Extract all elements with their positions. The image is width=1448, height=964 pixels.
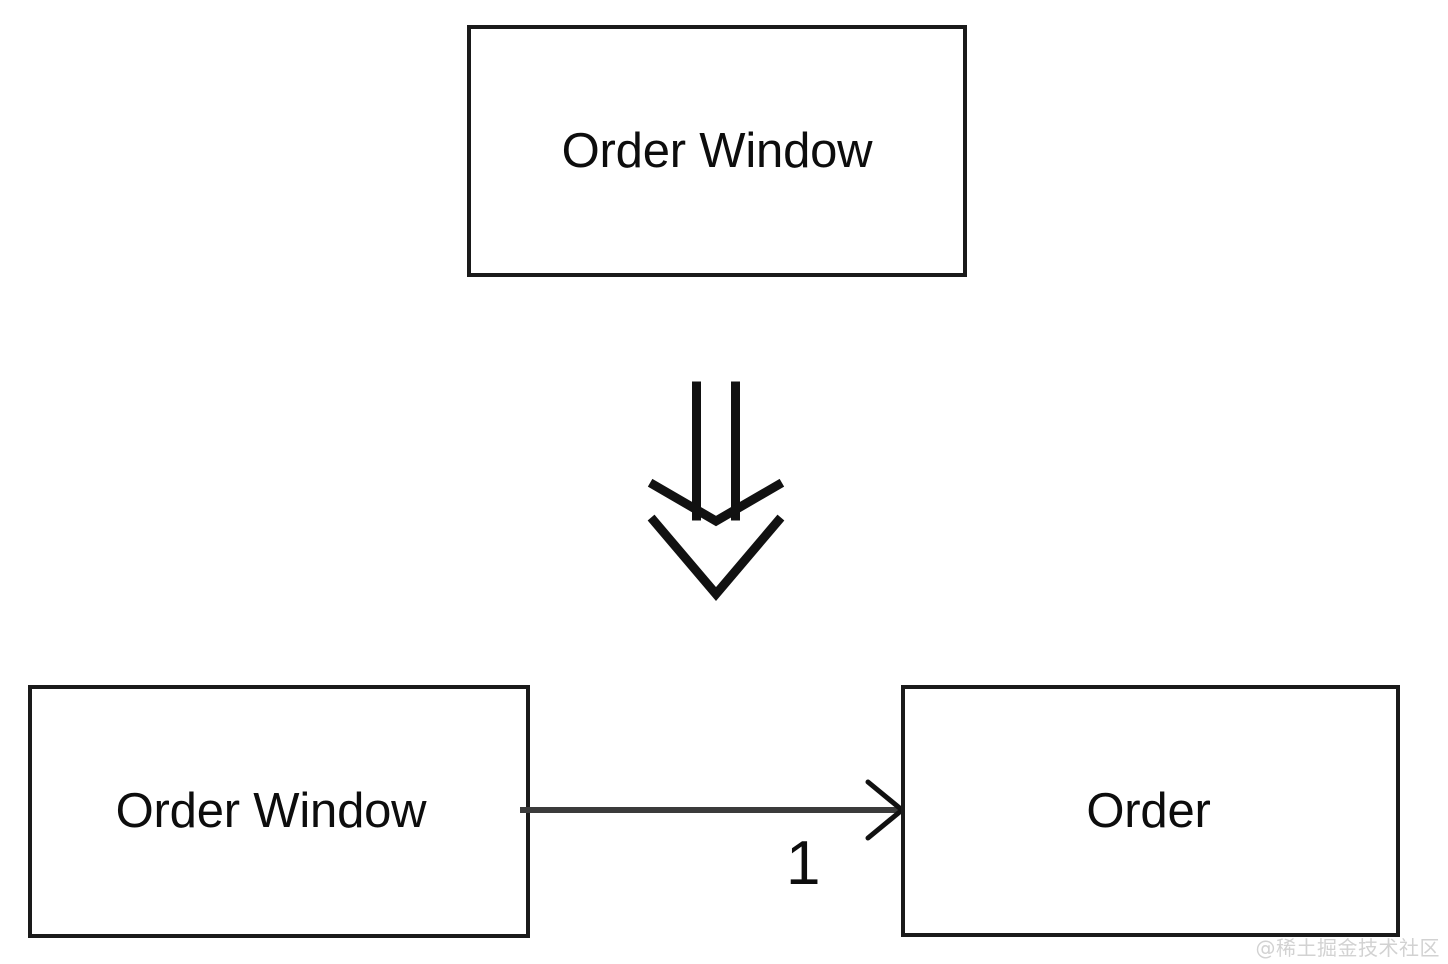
arrow-head-lower: [647, 514, 785, 601]
class-box-order-window[interactable]: Order Window: [28, 685, 530, 938]
class-box-label: Order Window: [115, 784, 427, 838]
double-down-arrow-icon: [645, 378, 795, 604]
class-box-label: Order Window: [561, 123, 873, 178]
class-box-order[interactable]: Order: [901, 685, 1400, 937]
class-box-order-window-merged[interactable]: Order Window: [467, 25, 967, 277]
watermark-text: @稀土掘金技术社区: [1255, 936, 1440, 960]
association-connector-svg: [520, 779, 906, 841]
multiplicity-label: 1: [786, 829, 821, 898]
class-box-label: Order: [1086, 783, 1211, 838]
double-down-arrow-svg: [647, 381, 785, 601]
association-connector[interactable]: [520, 770, 920, 860]
arrow-head-upper: [647, 478, 785, 527]
